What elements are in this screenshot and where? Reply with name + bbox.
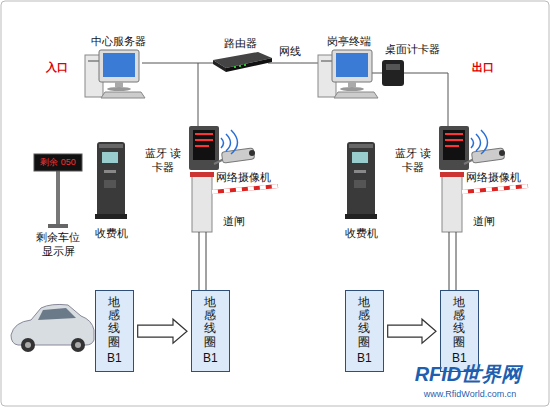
device-label: 剩余车位 显示屏 [29, 230, 87, 258]
server-computer [85, 50, 145, 98]
device-label: 网络摄像机 [466, 170, 521, 184]
sign-display-text: 剩余 050 [38, 157, 78, 168]
loop-name: 地感线圈 [108, 296, 120, 349]
remaining-space-sign [34, 154, 82, 228]
flow-arrow [138, 319, 187, 343]
flow-arrow [388, 319, 436, 343]
device-label: 道闸 [473, 214, 495, 228]
loop-id: B1 [357, 351, 372, 367]
loop-name: 地感线圈 [204, 296, 216, 349]
ground-loop-box: 地感线圈 B1 [95, 290, 134, 372]
device-label: 收费机 [345, 226, 378, 240]
ground-loop-box: 地感线圈 B1 [345, 290, 384, 372]
entrance-label: 入口 [46, 60, 68, 74]
wire-label: 网线 [279, 44, 301, 58]
device-label: 蓝牙 读卡器 [392, 146, 434, 174]
car [11, 304, 94, 352]
desk-card-reader [382, 60, 404, 86]
ground-loop-box: 地感线圈B1 [440, 290, 479, 372]
loop-name: 地感线圈 [453, 296, 465, 349]
device-label: 岗亭终端 [327, 34, 371, 48]
device-label: 收费机 [95, 226, 128, 240]
ground-loop-box: 地感线圈 B1 [191, 290, 230, 372]
device-label: 中心服务器 [91, 34, 146, 48]
watermark-url: www.RfidWorld.com.cn [424, 389, 516, 400]
barrier-gate [439, 126, 528, 292]
barrier-gate [189, 126, 278, 292]
device-label: 网络摄像机 [216, 170, 271, 184]
booth-computer [318, 50, 378, 98]
pay-kiosk [345, 142, 377, 219]
loop-name: 地感线圈 [358, 296, 370, 349]
loop-id: B1 [203, 351, 218, 367]
device-label: 桌面计卡器 [385, 42, 440, 56]
device-label: 蓝牙 读卡器 [142, 146, 184, 174]
device-label: 路由器 [224, 36, 257, 50]
exit-label: 出口 [472, 60, 494, 74]
pay-kiosk [95, 142, 127, 219]
router [213, 52, 272, 72]
watermark: RFID世界网 [415, 362, 522, 387]
device-label: 道闸 [223, 214, 245, 228]
loop-id: B1 [107, 351, 122, 367]
